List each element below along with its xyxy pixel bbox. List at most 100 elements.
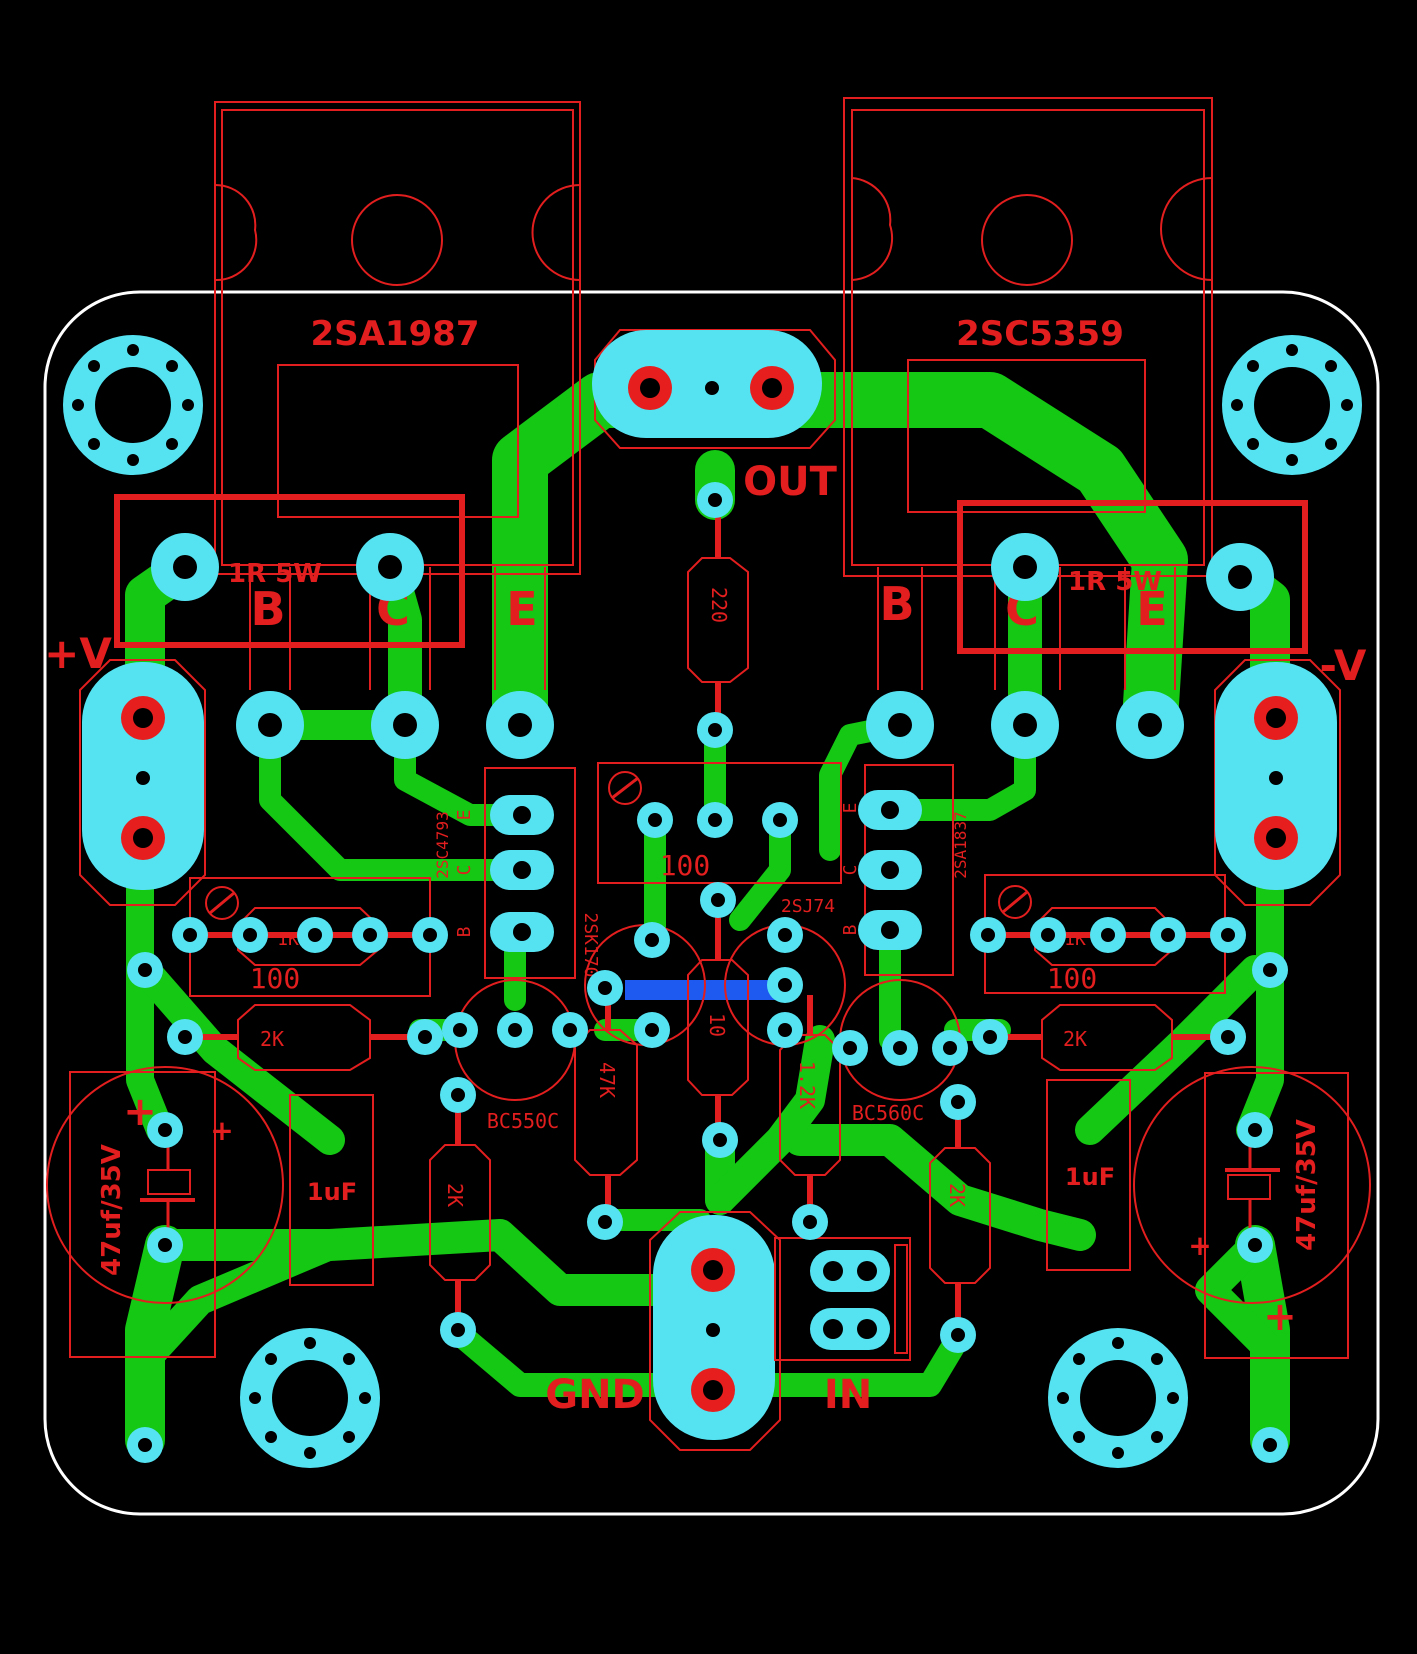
driver-left-outline [484,767,576,979]
pad-drill [138,963,152,977]
svg-text:2K: 2K [260,1027,284,1051]
pad-drill [803,1215,817,1229]
svg-text:1K: 1K [1064,929,1086,950]
pad-drill [951,1328,965,1342]
svg-text:2K: 2K [945,1183,969,1207]
emitter-resistor-left [114,494,465,648]
pad-drill [158,1238,172,1252]
pad-drill [513,923,531,941]
pad-drill [1248,1123,1262,1137]
svg-text:100: 100 [660,849,711,882]
resistor-220: 220 [687,500,749,728]
pad-drill [183,928,197,942]
svg-text:47uf/35V: 47uf/35V [97,1144,127,1276]
component-pads [127,482,1288,1463]
pos-supply-label: +V [44,629,112,678]
mosfet-left-label: 2SK170 [580,912,601,977]
mounting-hole-top-left [63,335,203,475]
svg-text:47K: 47K [595,1062,619,1098]
pad-drill [308,928,322,942]
pad-drill [513,806,531,824]
pad-drill [178,1030,192,1044]
gnd-label: GND [545,1372,645,1418]
svg-text:1K: 1K [277,929,299,950]
pad-drill [708,813,722,827]
board-outline [43,290,1380,1516]
pad-drill [598,981,612,995]
svg-text:+: + [210,1114,233,1147]
pad-drill [243,928,257,942]
driver-right-label: 2SA1837 [951,811,970,878]
pad-drill [1101,928,1115,942]
pad-drill [893,1041,907,1055]
driver-left-pin-c: C [454,865,475,876]
pad-drill [881,801,899,819]
power-transistor-right-label: 2SC5359 [956,314,1124,354]
input-connector-pad-2 [810,1308,890,1350]
pin-label-left-e: E [506,582,537,636]
pad-drill [843,1041,857,1055]
pad-drill [258,713,282,737]
pad-drill [881,861,899,879]
pad-drill [951,1095,965,1109]
resistor-1-2k: 1.2K [779,995,841,1222]
pad-drill [453,1023,467,1037]
pad-drill [648,813,662,827]
capacitor-film-left: 1uF [289,1094,374,1286]
capacitor-electrolytic-left: + + 47uf/35V [46,1066,284,1358]
pad-drill [508,713,532,737]
pad-drill [563,1023,577,1037]
pad-drill [881,921,899,939]
pin-label-left-b: B [250,582,285,636]
pin-label-right-b: B [879,577,914,631]
pad-drill [598,1215,612,1229]
svg-text:2K: 2K [443,1183,467,1207]
pad-drill [778,978,792,992]
bjt-left-label: BC550C [487,1109,559,1133]
mosfet-right-label: 2SJ74 [781,896,835,917]
svg-text:1.2K: 1.2K [795,1061,819,1109]
capacitor-electrolytic-right: + + 47uf/35V [1133,1066,1371,1359]
pad-drill [393,713,417,737]
driver-left-pin-b: B [454,927,475,938]
pin-label-right-e: E [1136,582,1167,636]
svg-text:1uF: 1uF [307,1178,357,1206]
pad-drill [1263,1438,1277,1452]
driver-right-pin-b: B [840,925,861,936]
svg-text:220: 220 [707,587,731,623]
pad-drill [423,928,437,942]
pad-drill [138,1438,152,1452]
svg-text:1uF: 1uF [1065,1163,1115,1191]
pad-drill [451,1088,465,1102]
mounting-hole-top-right [1222,335,1362,475]
bjt-right-label: BC560C [852,1101,924,1125]
pad-drill [1041,928,1055,942]
pad-drill [645,933,659,947]
driver-right-pin-e: E [840,803,861,814]
pad-drill [943,1041,957,1055]
pad-drill [378,555,402,579]
mounting-hole-bottom-left [240,1328,380,1468]
pad-drill [1221,928,1235,942]
pad-drill [645,1023,659,1037]
pad-drill [713,1133,727,1147]
emitter-resistor-right [957,500,1308,654]
power-transistor-left-label: 2SA1987 [310,314,479,354]
emitter-resistor-right-label: 1R 5W [1068,567,1162,597]
emitter-resistor-left-label: 1R 5W [228,559,322,589]
pad-drill [1013,555,1037,579]
pad-drill [1138,713,1162,737]
pad-drill [778,928,792,942]
pad-drill [708,723,722,737]
svg-text:2K: 2K [1063,1027,1087,1051]
pad-drill [1161,928,1175,942]
pad-drill [778,1023,792,1037]
pad-drill [173,555,197,579]
pad-drill [158,1123,172,1137]
svg-text:100: 100 [250,962,301,995]
capacitor-film-right: 1uF [1046,1079,1131,1271]
pad-drill [888,713,912,737]
pad-drill [1013,713,1037,737]
pad-drill [983,1030,997,1044]
